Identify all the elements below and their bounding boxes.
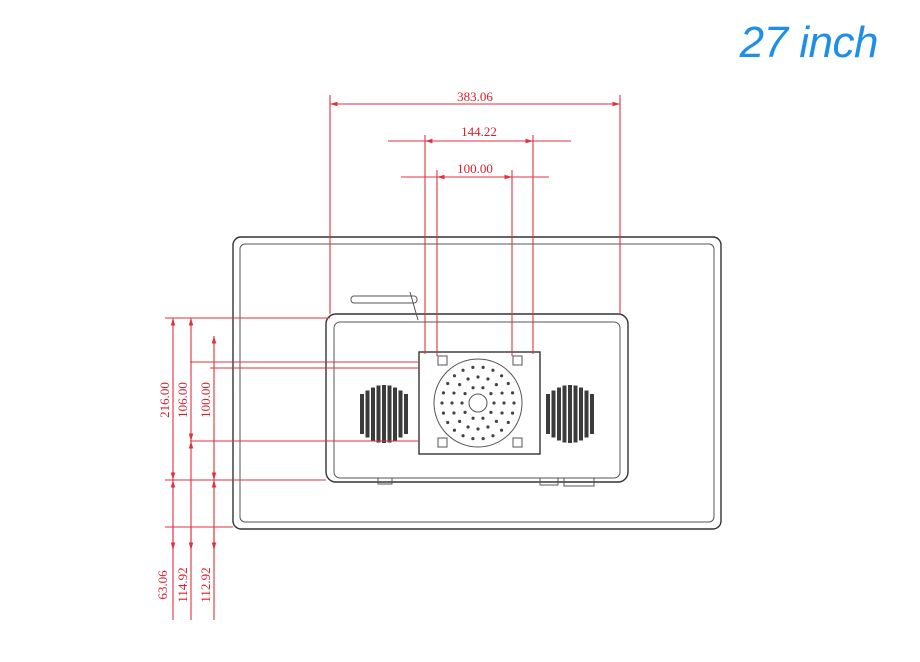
speaker-fin xyxy=(365,390,370,438)
vent-hole xyxy=(450,401,454,405)
vent-hole xyxy=(486,425,490,429)
vent-hole xyxy=(452,374,457,378)
vent-hole xyxy=(463,391,467,396)
speaker-fin xyxy=(579,387,583,441)
monitor-frame xyxy=(232,236,722,530)
vent-hole xyxy=(466,425,470,429)
dimension-label-hole-span: 144.22 xyxy=(461,124,497,139)
vent-hole xyxy=(471,437,475,441)
speaker-right xyxy=(546,385,594,443)
dimension-hole-span: 144.22 xyxy=(388,124,571,354)
vent-hole xyxy=(481,386,485,390)
vent-hole xyxy=(499,374,504,378)
vent-hole xyxy=(461,434,465,438)
dimension-label-offset-112: 112.92 xyxy=(198,567,213,602)
vent-hole xyxy=(446,420,450,425)
vent-hole xyxy=(452,411,456,415)
vent-hole xyxy=(512,401,516,405)
diagram-title: 27 inch xyxy=(739,18,879,67)
vent-hole xyxy=(510,411,515,415)
vesa-mount-plate xyxy=(418,351,541,455)
vent-hole xyxy=(494,419,498,423)
speaker-left xyxy=(360,385,408,443)
vent-hole xyxy=(441,411,446,415)
vent-hole xyxy=(466,377,470,381)
dimension-label-height-106: 106.00 xyxy=(175,382,190,418)
rear-housing xyxy=(325,291,629,487)
vent-hole xyxy=(492,401,496,405)
vent-hole xyxy=(491,368,495,372)
vent-hole xyxy=(506,420,510,425)
speaker-fin xyxy=(573,385,578,443)
vent-hole xyxy=(461,368,465,372)
dimension-label-height-100: 100.00 xyxy=(198,382,213,418)
speaker-fin xyxy=(360,394,364,434)
speaker-fin xyxy=(546,394,550,434)
vent-hole xyxy=(458,419,462,423)
vent-hole xyxy=(506,381,510,386)
vent-hole xyxy=(458,383,462,387)
vent-hole xyxy=(494,383,498,387)
vent-hole xyxy=(502,401,506,405)
speaker-fin xyxy=(404,394,408,434)
vent-hole xyxy=(440,401,444,405)
speaker-fin xyxy=(590,394,594,434)
dimension-vertical-lines xyxy=(165,317,419,620)
vent-hole xyxy=(510,391,515,395)
speaker-fin xyxy=(387,385,392,443)
dimension-label-offset-63: 63.06 xyxy=(155,570,170,600)
speaker-fin xyxy=(562,385,567,443)
speaker-fin xyxy=(568,385,572,443)
speaker-fin xyxy=(398,390,403,438)
vent-hole xyxy=(463,410,467,415)
vent-hole xyxy=(460,401,464,405)
speaker-fin xyxy=(393,387,397,441)
speaker-fin xyxy=(382,385,386,443)
vent-hole xyxy=(471,416,475,420)
vent-hole xyxy=(476,427,480,431)
speaker-fin xyxy=(551,390,556,438)
dimension-vesa-width: 100.00 xyxy=(401,161,549,356)
vent-hole xyxy=(499,428,504,432)
vent-hole xyxy=(471,386,475,390)
vent-hole xyxy=(446,381,450,386)
vent-hole xyxy=(441,391,446,395)
vent-hole xyxy=(491,434,495,438)
speaker-fin xyxy=(376,385,381,443)
speaker-fin xyxy=(557,387,561,441)
dimension-label-vesa-width: 100.00 xyxy=(457,161,493,176)
vent-hole xyxy=(489,410,493,415)
vent-hole xyxy=(489,391,493,396)
vent-hole xyxy=(452,428,457,432)
vent-hole xyxy=(471,365,475,369)
vent-hole xyxy=(481,416,485,420)
speaker-fin xyxy=(371,387,375,441)
dimension-label-height-216: 216.00 xyxy=(157,382,172,418)
vent-hole xyxy=(500,391,504,395)
vent-hole xyxy=(452,391,456,395)
dimension-overall-width: 383.06 xyxy=(329,89,621,314)
dimension-label-overall-width: 383.06 xyxy=(457,89,493,104)
vent-hole xyxy=(481,365,485,369)
vent-hole xyxy=(486,377,490,381)
vent-hole xyxy=(476,375,480,379)
speaker-fin xyxy=(584,390,589,438)
vent-hole xyxy=(500,411,504,415)
dimension-label-offset-114: 114.92 xyxy=(175,567,190,602)
vent-hole xyxy=(481,437,485,441)
